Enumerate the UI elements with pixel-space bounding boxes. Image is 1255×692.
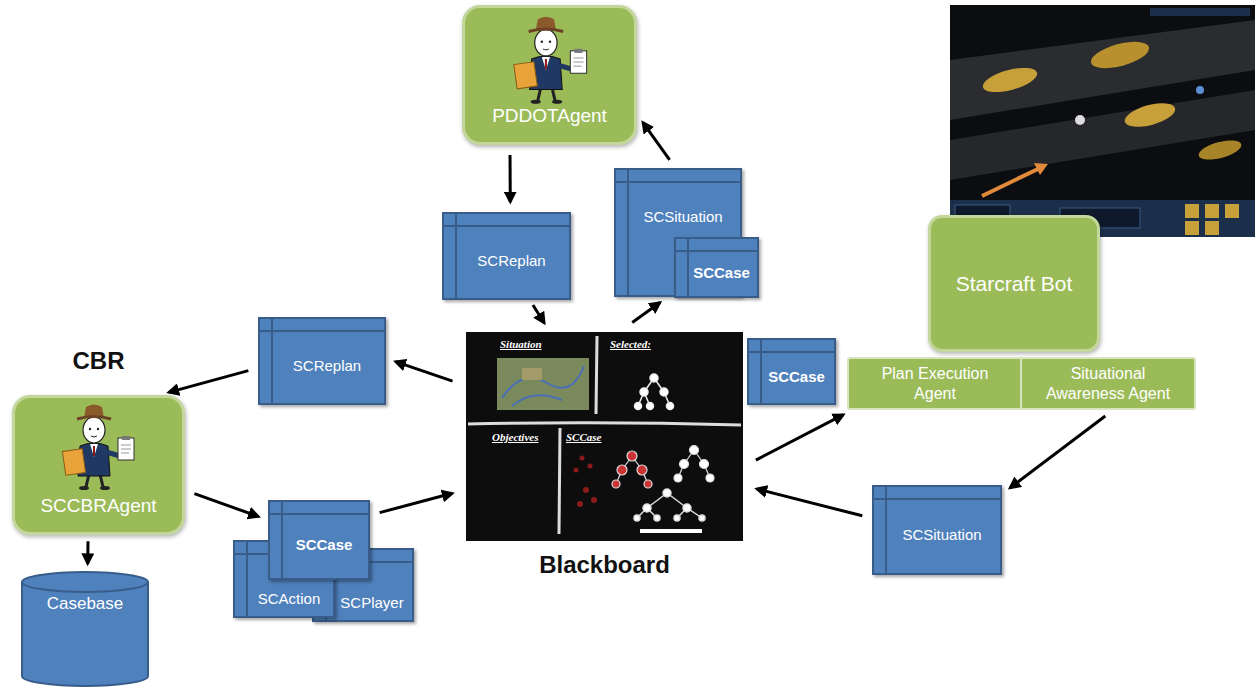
board-heading: SCCase (566, 431, 601, 444)
message-box: SCReplan (442, 212, 571, 300)
window-bar (874, 498, 1000, 500)
node-label: SCCase (693, 264, 750, 282)
window-bar (687, 239, 689, 296)
sub-agent-box: Plan Execution Agent (847, 357, 1023, 410)
flow-arrow (194, 494, 258, 517)
flow-arrow (395, 362, 452, 382)
board-heading: Objectives (492, 431, 538, 444)
window-bar (627, 170, 629, 295)
flow-arrow (643, 122, 670, 160)
board-caption: Blackboard (432, 551, 777, 580)
flow-arrow (757, 489, 863, 516)
node-label: SCReplan (477, 252, 545, 270)
message-box: SCCase (674, 237, 759, 298)
agent-box: PDDOTAgent (462, 5, 637, 145)
agent-figure (43, 402, 155, 490)
node-label: SCSituation (643, 208, 722, 226)
node-label: PDDOTAgent (492, 105, 607, 128)
database-cylinder: Casebase (20, 570, 150, 688)
agent-box: CBRSCCBRAgent (12, 395, 185, 535)
node-label: Starcraft Bot (956, 271, 1073, 296)
flow-arrow (509, 155, 512, 202)
node-label: SCSituation (902, 526, 981, 544)
node-label: SCCase (296, 536, 353, 554)
node-label: SCPlayer (340, 594, 403, 612)
node-label: SCCBRAgent (40, 495, 156, 518)
flow-arrow (632, 303, 660, 323)
group-heading: CBR (0, 347, 202, 376)
flow-arrow (380, 493, 453, 512)
flow-arrow (756, 415, 844, 460)
window-bar (444, 225, 569, 227)
window-bar (885, 487, 887, 573)
window-bar (270, 513, 368, 515)
window-bar (246, 542, 248, 616)
window-bar (455, 214, 457, 298)
board-heading: Selected: (610, 338, 651, 351)
cylinder-outline (20, 570, 150, 688)
board-heading: Situation (500, 338, 542, 351)
flow-arrow (533, 305, 544, 323)
sub-agent-box: Situational Awareness Agent (1020, 357, 1196, 410)
agent-figure (495, 14, 607, 104)
bot-box: Starcraft Bot (928, 215, 1100, 352)
node-label: SCAction (258, 590, 321, 608)
node-label: Situational Awareness Agent (1036, 364, 1180, 402)
flow-arrow (1010, 416, 1105, 488)
window-bar (271, 319, 273, 403)
message-box: SCSituation (872, 485, 1002, 575)
node-label: Plan Execution Agent (863, 364, 1007, 402)
window-bar (616, 181, 740, 183)
node-label: SCReplan (293, 357, 361, 375)
window-bar (760, 340, 762, 403)
window-bar (260, 330, 384, 332)
node-label: Casebase (47, 594, 124, 614)
window-bar (281, 502, 283, 578)
message-box: SCCase (747, 338, 836, 405)
message-box: SCReplan (258, 317, 386, 405)
message-box: SCCase (268, 500, 370, 580)
flow-arrow (169, 371, 249, 393)
node-label: SCCase (768, 368, 825, 386)
game-screenshot (950, 5, 1255, 237)
flow-arrow (86, 541, 89, 563)
